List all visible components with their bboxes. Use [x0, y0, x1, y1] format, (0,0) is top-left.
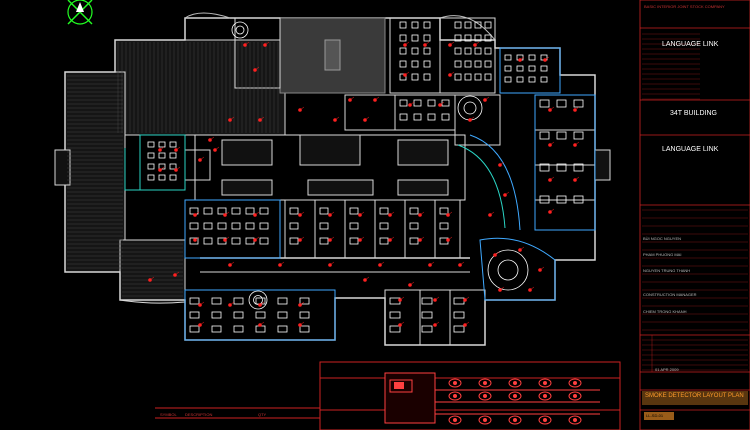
drawing-number: LL-SD-01: [646, 413, 664, 418]
title-block-frame: [639, 0, 750, 430]
person-2: PHAM PHUONG MAI: [643, 252, 682, 257]
glass-partitions: [124, 47, 596, 341]
legend-col-description: DESCRIPTION: [185, 412, 212, 417]
project-name-top: LANGUAGE LINK: [662, 41, 719, 48]
smoke-detectors: [148, 41, 580, 327]
company-name: BASIC INTERIOR JOINT STOCK COMPANY: [644, 4, 725, 9]
furniture-layout: [147, 21, 584, 333]
drawing-number-fill: [644, 412, 674, 420]
person-1: BÙI NGOC NGUYEN: [643, 236, 682, 241]
drawing-date: 01 APR 2009: [655, 367, 679, 372]
building-name: 34T BUILDING: [670, 110, 717, 117]
person-5: CHIEM TRONG KHANH: [643, 309, 687, 314]
drawing-title: SMOKE DETECTOR LAYOUT PLAN: [645, 393, 744, 399]
north-arrow-icon: [67, 0, 93, 25]
ceiling-hatch: [67, 42, 279, 297]
person-3: NGUYEN TRUNG THANH: [643, 268, 691, 273]
legend-schematic: [155, 361, 621, 430]
person-4: CONSTRUCTION MANAGER: [643, 292, 697, 297]
drawing-title-fill: [642, 391, 748, 405]
legend-col-symbol: SYMBOL: [160, 412, 177, 417]
project-name-bottom: LANGUAGE LINK: [662, 146, 719, 153]
legend-col-qty: QTY: [258, 412, 267, 417]
